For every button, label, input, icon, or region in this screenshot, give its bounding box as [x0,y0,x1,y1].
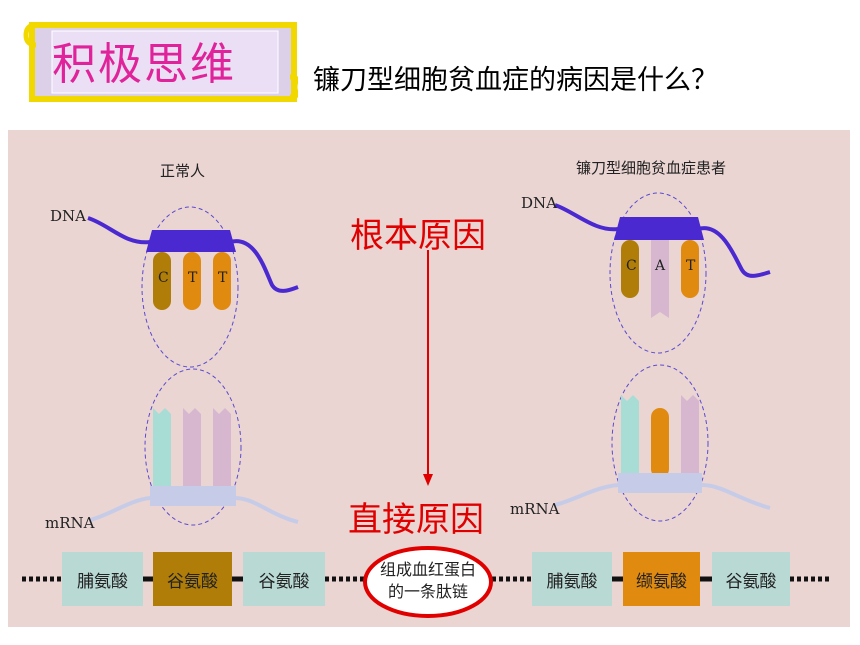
patient-amino-acid-3: 谷氨酸 [712,552,790,606]
question-text: 镰刀型细胞贫血症的病因是什么？ [313,65,718,96]
normal-amino-acid-1: 脯氨酸 [62,552,143,606]
patient-mrna-base-1 [621,395,639,475]
banner-title: 积极思维 [52,39,236,90]
normal-mrna-block [150,486,236,506]
patient-base-a [651,240,669,318]
normal-dna-block [146,230,236,252]
normal-mrna-label: mRNA [45,514,95,532]
normal-mrna-ellipse [144,368,242,526]
normal-base-label-3: T [218,270,228,286]
peptide-label-line2: 的一条肽链 [387,582,468,601]
patient-base-t [681,240,699,298]
normal-dna-ellipse [141,206,239,368]
peptide-label: 组成血红蛋白 的一条肽链 [372,559,484,603]
patient-dna-strand [554,203,771,278]
cause-arrow-head [423,474,433,486]
normal-dna-strand [87,216,299,293]
patient-mrna-label: mRNA [510,500,560,518]
title-banner [23,22,298,102]
direct-cause-label: 直接原因 [348,500,484,540]
normal-base-c [153,252,171,310]
patient-dna-label: DNA [521,194,557,212]
patient-base-label-1: C [626,258,637,274]
patient-dna-block [614,217,704,240]
normal-mrna-base-2 [183,408,201,486]
normal-base-t2 [213,252,231,310]
normal-base-label-1: C [158,270,169,286]
peptide-circle [363,546,493,618]
patient-mrna-base-2 [651,408,669,478]
patient-mrna-base-3 [681,395,699,475]
patient-base-label-3: T [686,258,696,274]
normal-mrna-base-1 [153,408,171,486]
normal-mrna-base-3 [213,408,231,486]
normal-amino-acid-3: 谷氨酸 [243,552,325,606]
root-cause-label: 根本原因 [350,216,486,256]
patient-amino-acid-1: 脯氨酸 [532,552,612,606]
normal-title: 正常人 [160,162,206,180]
normal-amino-acid-2: 谷氨酸 [153,552,232,606]
patient-dna-ellipse [609,192,707,354]
patient-mrna-ellipse [611,364,709,522]
normal-dna-label: DNA [50,207,86,225]
normal-base-t1 [183,252,201,310]
patient-amino-acid-2: 缬氨酸 [623,552,700,606]
patient-mrna-block [618,473,702,493]
peptide-label-line1: 组成血红蛋白 [379,560,476,579]
normal-base-label-2: T [188,270,198,286]
patient-base-c [621,240,639,298]
patient-title: 镰刀型细胞贫血症患者 [576,159,727,177]
patient-base-label-2: A [655,258,666,274]
